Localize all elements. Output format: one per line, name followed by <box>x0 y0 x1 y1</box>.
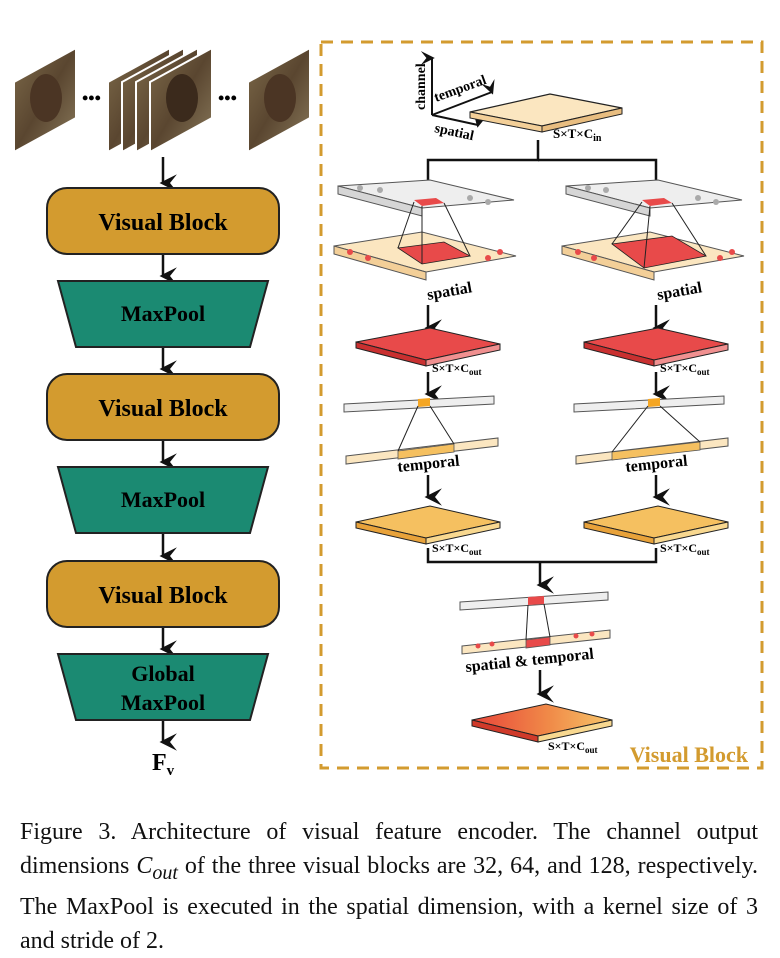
axis-temporal: temporal <box>432 73 488 106</box>
global-label-line1: Global <box>131 661 195 686</box>
spatiotemporal-conv: spatial & temporal <box>459 591 611 676</box>
input-feature-plane: S×T×Cin <box>469 93 623 144</box>
visual-block-3: Visual Block <box>46 560 280 628</box>
maxpool-1: MaxPool <box>56 280 270 348</box>
ellipsis-left: ••• <box>82 88 101 108</box>
final-dim: S×T×Cout <box>548 739 598 755</box>
visual-block-label: Visual Block <box>98 210 228 236</box>
final-feature: S×T×Cout <box>471 703 613 755</box>
right-orange-feature: S×T×Cout <box>583 505 729 557</box>
maxpool-2: MaxPool <box>56 466 270 534</box>
right-red-feature: S×T×Cout <box>583 327 729 377</box>
left-temporal-label: temporal <box>397 453 461 476</box>
right-temporal-conv: temporal <box>573 395 729 476</box>
visual-block-2: Visual Block <box>46 373 280 441</box>
maxpool-label: MaxPool <box>121 301 205 326</box>
left-orange-dim: S×T×Cout <box>432 541 482 557</box>
input-dim-label: S×T×Cin <box>553 126 602 144</box>
left-red-dim: S×T×Cout <box>432 361 482 377</box>
input-frames: ••• ••• <box>13 46 311 154</box>
architecture-diagram: ••• ••• Visual Block MaxPool Visual <box>13 40 764 779</box>
maxpool-label: MaxPool <box>121 487 205 512</box>
left-temporal-conv: temporal <box>343 395 499 476</box>
right-orange-dim: S×T×Cout <box>660 541 710 557</box>
encoder-flow: Visual Block MaxPool Visual Block MaxPoo… <box>46 157 280 779</box>
face-frame-image <box>13 46 77 154</box>
caption-math: Cout <box>136 853 178 884</box>
caption-suffix: of the three visual blocks are 32, 64, a… <box>20 853 759 954</box>
face-frame-image <box>247 46 311 154</box>
global-maxpool: Global MaxPool <box>56 653 270 721</box>
right-temporal-label: temporal <box>625 453 689 476</box>
axes-indicator: channel temporal spatial <box>414 51 495 144</box>
face-frame-stack <box>107 46 213 154</box>
output-label: Fv <box>152 750 175 779</box>
visual-block-label: Visual Block <box>98 583 228 609</box>
ellipsis-right: ••• <box>218 88 237 108</box>
global-label-line2: MaxPool <box>121 690 205 715</box>
figure-caption: Figure 3. Architecture of visual feature… <box>20 815 758 958</box>
right-spatial-label: spatial <box>656 279 704 304</box>
left-spatial-label: spatial <box>426 279 474 304</box>
axis-channel: channel <box>414 63 429 110</box>
visual-block-detail: Visual Block channel temporal spatial S×… <box>319 40 764 770</box>
caption-prefix: Figure 3. Architecture of visual feature… <box>20 819 758 879</box>
right-spatial-conv: spatial <box>561 179 745 304</box>
axis-spatial: spatial <box>433 121 475 144</box>
visual-block-1: Visual Block <box>46 187 280 255</box>
left-red-feature: S×T×Cout <box>355 327 501 377</box>
left-spatial-conv: spatial <box>333 179 517 304</box>
visual-block-label: Visual Block <box>98 396 228 422</box>
detail-title: Visual Block <box>630 742 749 767</box>
right-red-dim: S×T×Cout <box>660 361 710 377</box>
left-orange-feature: S×T×Cout <box>355 505 501 557</box>
